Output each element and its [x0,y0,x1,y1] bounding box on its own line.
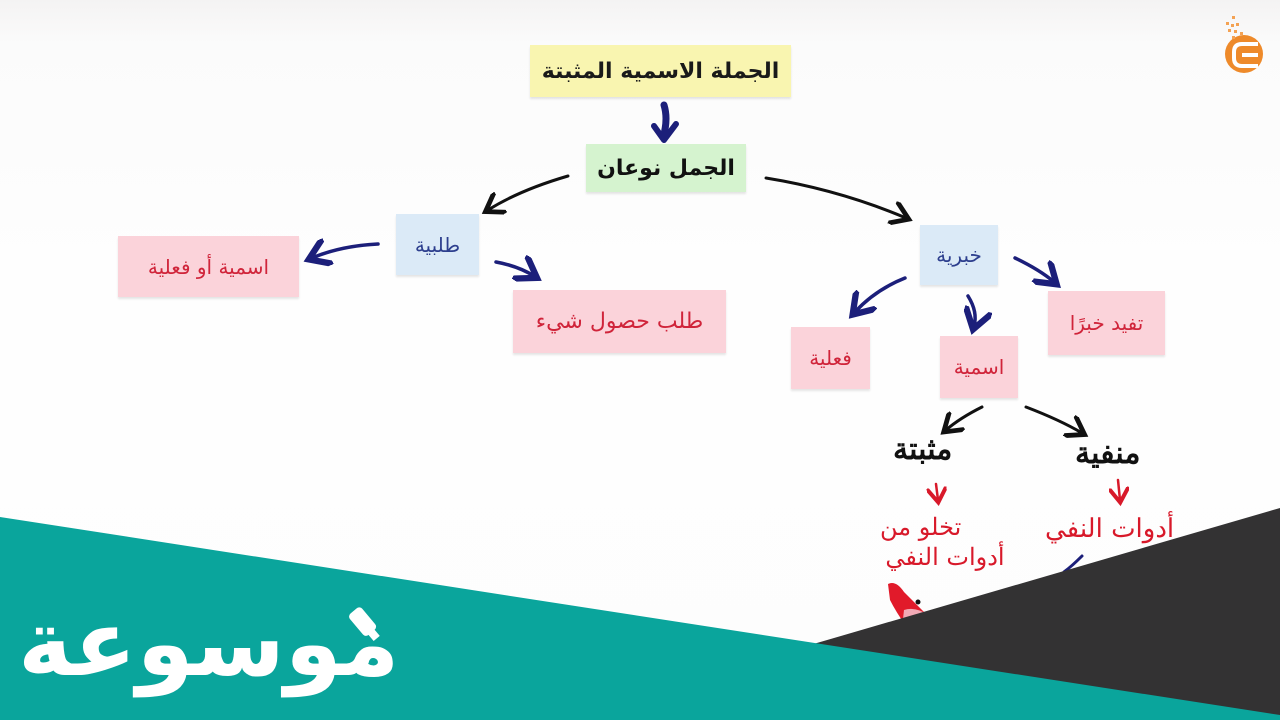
brand-pen-icon [349,607,380,642]
negative-note: أدوات النفي [1045,514,1175,544]
affirmative-note-line1: تخلو من [880,513,962,541]
arrow-declarative-to-informs-icon [1013,256,1054,282]
arrow-root-to-declarative-icon [764,176,906,218]
arrow-declarative-to-nominal-icon [968,294,975,326]
root-note: الجمل نوعان [586,144,746,192]
arrow-nominal-to-affirmative-icon [946,405,984,430]
brand-watermark: موسوعة [18,590,400,697]
root-note-text: الجمل نوعان [597,155,735,181]
title-note-text: الجملة الاسمية المثبتة [541,58,780,84]
arrow-nominal-to-negative-icon [1024,405,1082,433]
arrow-title-to-root-icon [651,101,679,143]
channel-logo-icon [1225,16,1263,73]
affirmative-note: تخلو من أدوات النفي [870,512,1020,572]
teal-banner-shape [0,517,1280,720]
declarative-note-text: خبرية [936,243,982,267]
arrow-root-to-request-icon [488,174,570,210]
informs-news-note: تفيد خبرًا [1048,291,1165,355]
request-note: طلبية [396,214,479,275]
arrow-request-to-nominal-verbal-icon [312,244,380,258]
arrow-request-to-seeking-icon [494,262,534,276]
arrow-affirmative-to-note-icon [936,482,938,500]
nominal-or-verbal-note-text: اسمية أو فعلية [147,254,270,279]
nominal-note-text: اسمية [953,355,1005,379]
negative-label: منفية [1075,436,1141,471]
request-note-text: طلبية [414,232,461,257]
affirmative-label: مثبتة [893,432,953,467]
verbal-note: فعلية [791,327,870,389]
affirmative-note-line2: أدوات النفي [885,543,1005,571]
nominal-note: اسمية [940,336,1018,398]
nominal-or-verbal-note: اسمية أو فعلية [118,236,299,297]
informs-news-note-text: تفيد خبرًا [1069,311,1144,335]
declarative-note: خبرية [920,225,998,285]
arrow-negative-to-note-icon [1118,478,1120,500]
seeking-something-note: طلب حصول شيء [513,290,726,353]
verbal-note-text: فعلية [809,346,852,370]
seeking-something-note-text: طلب حصول شيء [535,309,704,334]
title-note: الجملة الاسمية المثبتة [530,45,791,97]
arrow-declarative-to-verbal-icon [855,276,907,312]
